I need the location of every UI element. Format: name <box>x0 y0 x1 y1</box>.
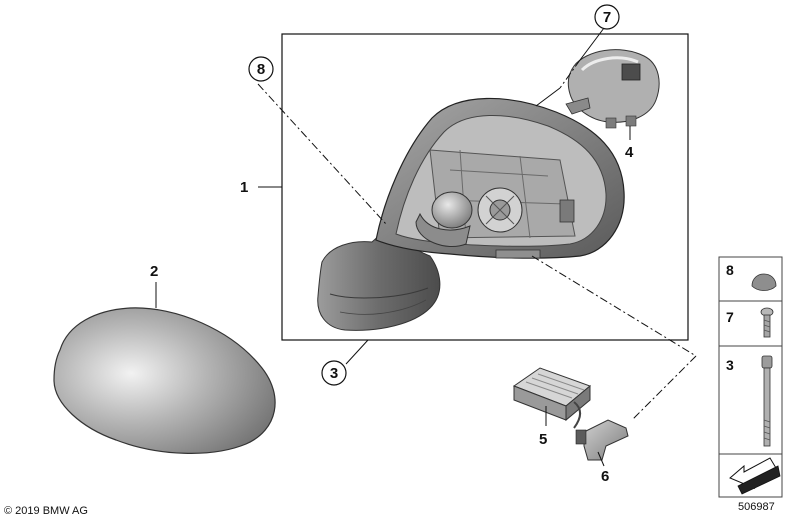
callout-3: 3 <box>330 365 338 382</box>
callout-8: 8 <box>257 61 265 78</box>
callout-7: 7 <box>603 9 611 26</box>
callout-2: 2 <box>150 263 158 280</box>
plug-cap-icon <box>751 273 777 291</box>
copyright-text: © 2019 BMW AG <box>4 505 88 517</box>
legend-number-7: 7 <box>726 309 734 325</box>
leader-lines <box>155 27 697 467</box>
long-bolt-icon <box>761 355 773 447</box>
callouts: 1 2 3 4 5 6 7 8 <box>150 4 634 485</box>
callout-7-ring <box>594 4 620 30</box>
mirror-assembly-illustration <box>317 97 625 331</box>
callout-8-ring <box>248 56 274 82</box>
bracket-illustration <box>575 419 629 461</box>
fastener-legend: 8 7 3 <box>718 256 783 498</box>
short-screw-icon <box>760 307 774 338</box>
diagram-number: 506987 <box>738 501 775 513</box>
callout-1: 1 <box>240 179 248 196</box>
mirror-cap-illustration <box>53 307 276 454</box>
callout-5: 5 <box>539 431 547 448</box>
legend-number-3: 3 <box>726 357 734 373</box>
legend-number-8: 8 <box>726 262 734 278</box>
indicator-light-illustration <box>565 49 660 129</box>
direction-arrow-icon <box>729 457 781 495</box>
control-module-illustration <box>512 367 591 429</box>
callout-4: 4 <box>625 144 634 161</box>
callout-3-ring <box>321 360 347 386</box>
callout-6: 6 <box>601 468 609 485</box>
